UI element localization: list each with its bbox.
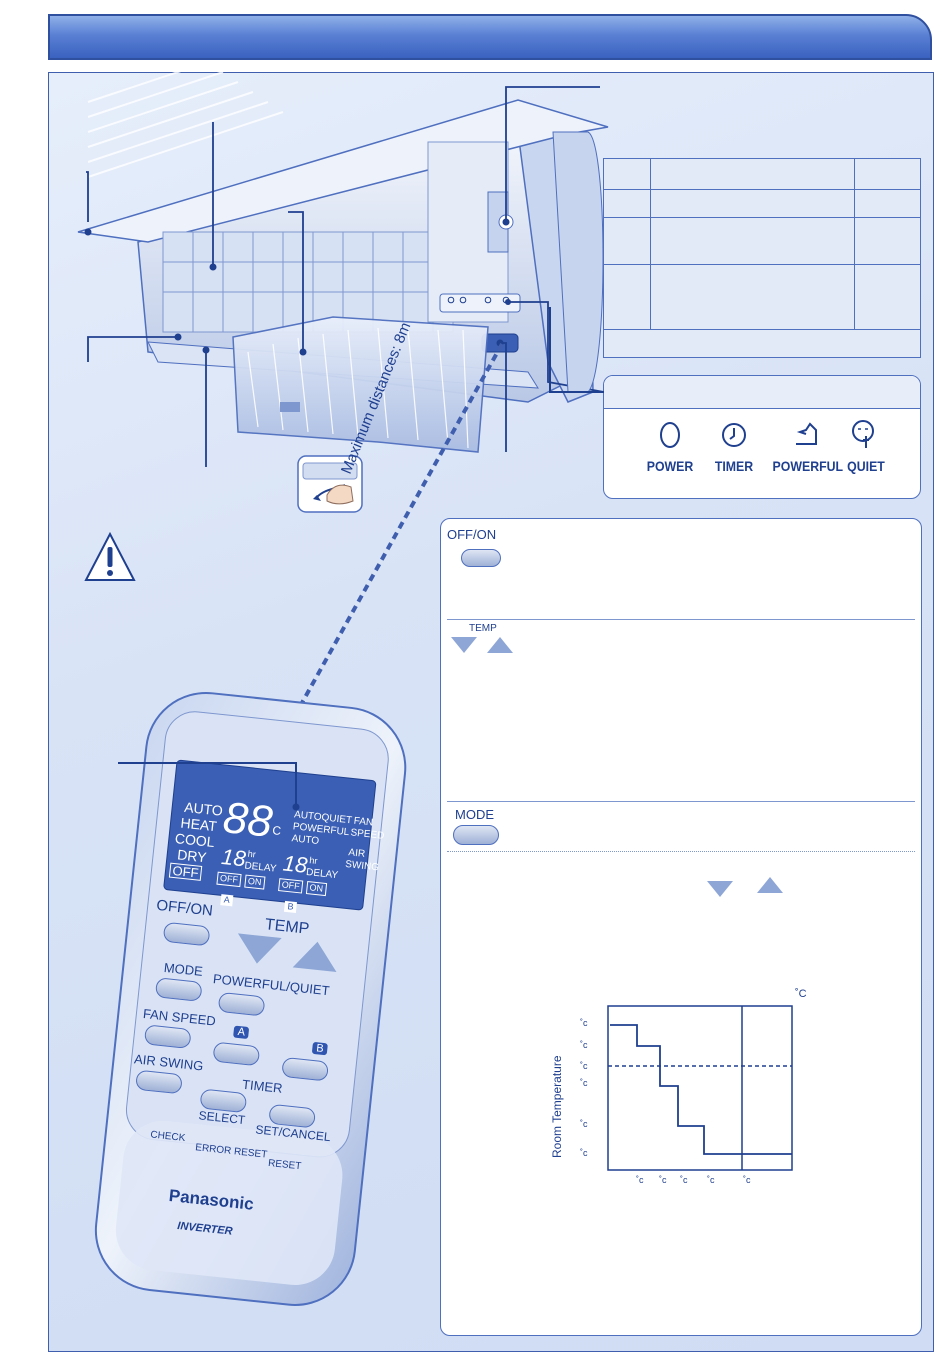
timer-icon bbox=[722, 423, 746, 447]
table-row bbox=[604, 217, 920, 218]
indicator-panel: POWER TIMER POWERFUL QUIET bbox=[603, 375, 921, 499]
filter-cleaning-inset bbox=[297, 455, 363, 513]
room-temperature-graph: Room Temperature ˚C ˚c ˚c ˚c ˚c ˚c ˚c ˚c… bbox=[550, 988, 807, 1185]
powerful-label: POWERFUL bbox=[772, 458, 844, 474]
y-tick-unit: ˚c bbox=[580, 1018, 588, 1028]
temp-down-button[interactable] bbox=[451, 637, 477, 653]
table-row bbox=[604, 189, 920, 190]
mode-label: MODE bbox=[455, 807, 494, 822]
timer-label: TIMER bbox=[714, 458, 754, 474]
powerful-icon bbox=[796, 422, 817, 445]
table-divider bbox=[650, 159, 651, 329]
off-on-label: OFF/ON bbox=[447, 527, 497, 542]
table-row bbox=[604, 264, 920, 265]
section-divider-dotted bbox=[447, 851, 915, 852]
x-tick-unit: ˚c bbox=[743, 1175, 751, 1185]
y-tick-unit: ˚c bbox=[580, 1078, 588, 1088]
inline-down-arrow-icon bbox=[707, 881, 733, 897]
power-label: POWER bbox=[646, 458, 694, 474]
mode-button[interactable] bbox=[453, 825, 499, 845]
signal-path bbox=[296, 343, 504, 711]
x-tick-unit: ˚c bbox=[707, 1175, 715, 1185]
x-tick-unit: ˚c bbox=[659, 1175, 667, 1185]
temperature-step-line bbox=[610, 1024, 792, 1155]
section-divider bbox=[447, 619, 915, 620]
y-tick-unit: ˚c bbox=[580, 1148, 588, 1158]
header-bar bbox=[48, 14, 932, 60]
warning-icon bbox=[84, 531, 136, 581]
front-panel[interactable] bbox=[77, 99, 609, 243]
graph-frame bbox=[607, 1005, 793, 1171]
x-tick-unit: ˚c bbox=[680, 1175, 688, 1185]
indicator-connector bbox=[548, 307, 604, 393]
section-divider bbox=[447, 801, 915, 802]
power-icon bbox=[660, 422, 680, 448]
y-tick-unit: ˚c bbox=[580, 1040, 588, 1050]
y-tick-unit: ˚c bbox=[580, 1119, 588, 1129]
graph-y-axis-label: Room Temperature bbox=[550, 1055, 564, 1158]
quiet-label: QUIET bbox=[847, 458, 885, 474]
remote-lcd-callout bbox=[118, 762, 300, 811]
off-on-button[interactable] bbox=[461, 549, 501, 567]
y-tick-unit: ˚c bbox=[580, 1061, 588, 1071]
indoor-unit-illustration bbox=[77, 72, 609, 467]
indicator-panel-header bbox=[604, 376, 920, 409]
x-tick-unit: ˚c bbox=[636, 1175, 644, 1185]
air-filter[interactable] bbox=[232, 316, 489, 453]
table-divider bbox=[854, 159, 855, 329]
temp-label: TEMP bbox=[469, 623, 497, 634]
graph-unit-header: ˚C bbox=[795, 988, 807, 1000]
temp-up-button[interactable] bbox=[487, 637, 513, 653]
table-row bbox=[604, 329, 920, 330]
indicator-table bbox=[603, 158, 921, 358]
operations-panel: OFF/ON TEMP MODE bbox=[440, 518, 922, 1336]
quiet-icon bbox=[852, 420, 874, 448]
inline-up-arrow-icon bbox=[757, 877, 783, 893]
